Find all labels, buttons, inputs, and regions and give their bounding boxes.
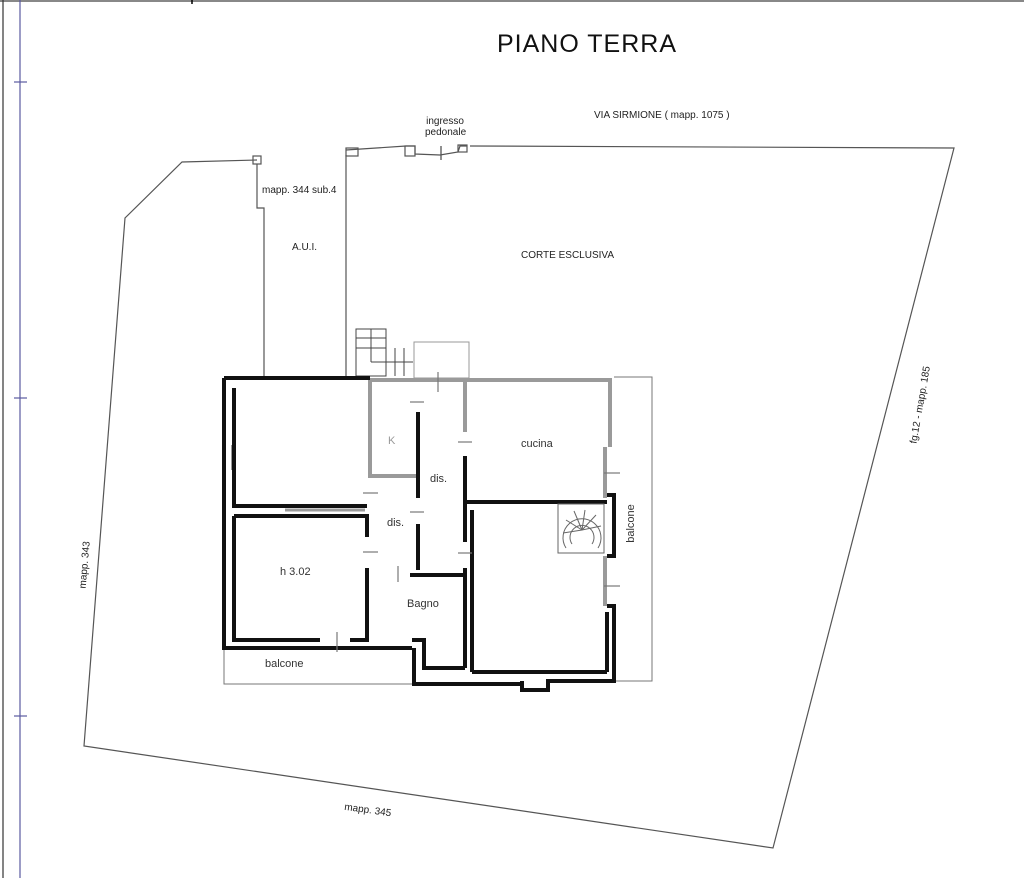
spiral-staircase — [557, 503, 605, 554]
balcony-south-label: balcone — [265, 658, 304, 670]
balcony-east-label: balcone — [624, 504, 637, 543]
room-bathroom-label: Bagno — [407, 598, 439, 610]
door-markers — [336, 372, 620, 652]
room-closet-label: K — [388, 435, 396, 447]
room-hall-upper-label: dis. — [430, 473, 448, 485]
aui-label: A.U.I. — [292, 242, 318, 253]
walls-existing — [231, 378, 612, 606]
room-hall-lower-label: dis. — [387, 517, 405, 529]
entrance-label-line2: pedonale — [425, 127, 467, 138]
street-label: VIA SIRMIONE ( mapp. 1075 ) — [594, 110, 730, 121]
room-height-label: h 3.02 — [280, 566, 311, 578]
entrance-label-line1: ingresso — [426, 116, 464, 127]
entrance-stairs — [355, 328, 470, 379]
neighbor-parcel-label: mapp. 344 sub.4 — [262, 185, 337, 196]
drawing-title: PIANO TERRA — [497, 30, 678, 58]
walls-structural — [222, 376, 616, 692]
lot-boundary — [83, 144, 955, 849]
room-kitchen-label: cucina — [521, 438, 553, 450]
left-ruler — [14, 0, 27, 878]
balconies — [223, 376, 653, 685]
court-label: CORTE ESCLUSIVA — [521, 250, 614, 261]
